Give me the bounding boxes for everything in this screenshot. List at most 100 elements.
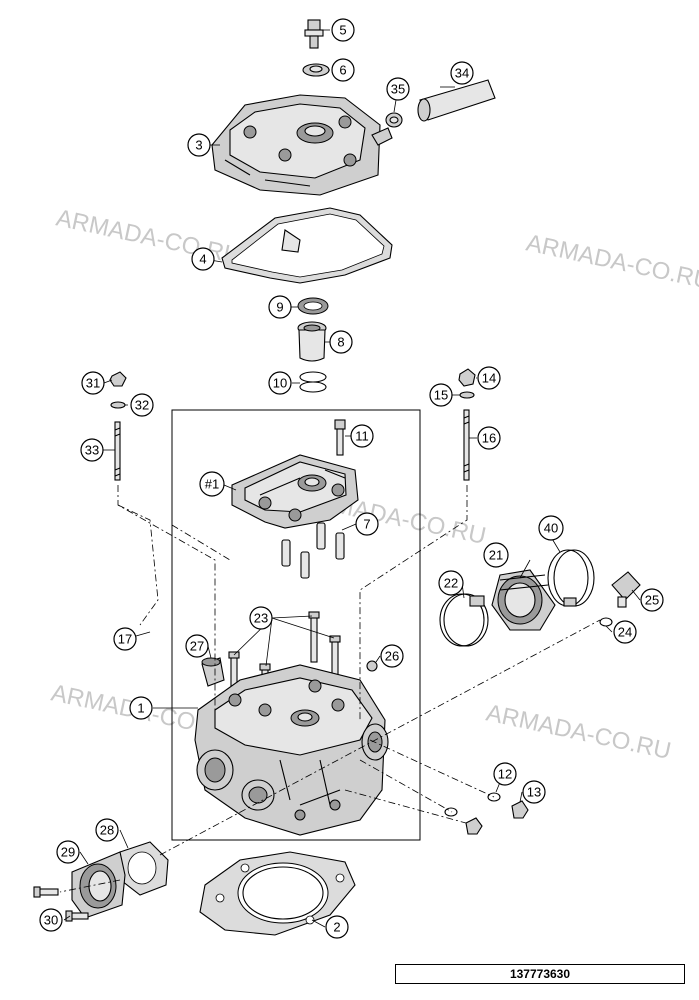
svg-text:28: 28 bbox=[100, 823, 114, 838]
svg-text:9: 9 bbox=[276, 300, 283, 315]
cylinder-head-part-1 bbox=[194, 664, 389, 836]
svg-text:#1: #1 bbox=[205, 477, 219, 492]
svg-text:29: 29 bbox=[61, 845, 75, 860]
callout-1: 1 bbox=[129, 696, 153, 720]
hose-part-34 bbox=[417, 79, 496, 122]
svg-text:15: 15 bbox=[434, 388, 448, 403]
svg-text:31: 31 bbox=[86, 376, 100, 391]
callout-12: 12 bbox=[493, 762, 517, 786]
svg-text:33: 33 bbox=[85, 443, 99, 458]
exhaust-flange-part-29 bbox=[71, 851, 126, 919]
spark-plug-sleeve-part-8 bbox=[297, 321, 327, 362]
washer-part-6 bbox=[302, 63, 330, 77]
callout-13: 13 bbox=[522, 780, 546, 804]
callout-28: 28 bbox=[95, 818, 119, 842]
svg-text:4: 4 bbox=[199, 252, 206, 267]
callout-2: 2 bbox=[325, 915, 349, 939]
svg-text:2: 2 bbox=[333, 920, 340, 935]
hose-clamp-part-22 bbox=[439, 593, 489, 647]
callout-15: 15 bbox=[429, 383, 453, 407]
svg-text:40: 40 bbox=[544, 521, 558, 536]
svg-text:30: 30 bbox=[44, 913, 58, 928]
callout-35: 35 bbox=[386, 77, 410, 101]
callout-22: 22 bbox=[438, 570, 464, 596]
svg-text:12: 12 bbox=[498, 767, 512, 782]
callout-4: 4 bbox=[191, 247, 215, 271]
callout-16: 16 bbox=[477, 426, 501, 450]
svg-text:23: 23 bbox=[254, 611, 268, 626]
callout-8: 8 bbox=[329, 330, 353, 354]
sealing-ring-small bbox=[444, 807, 458, 817]
svg-text:26: 26 bbox=[385, 649, 399, 664]
plug-part-26 bbox=[366, 660, 378, 672]
washer-part-15 bbox=[459, 391, 475, 399]
callout-33: 33 bbox=[80, 438, 104, 462]
screw-plug-small bbox=[465, 817, 483, 835]
document-number: 137773630 bbox=[395, 964, 685, 984]
callout-11: 11 bbox=[350, 424, 374, 448]
svg-text:3: 3 bbox=[195, 138, 202, 153]
svg-text:7: 7 bbox=[363, 517, 370, 532]
callout-32: 32 bbox=[130, 393, 154, 417]
callout-26: 26 bbox=[380, 644, 404, 668]
svg-text:34: 34 bbox=[455, 66, 469, 81]
svg-text:13: 13 bbox=[527, 785, 541, 800]
sealing-ring-part-12 bbox=[487, 792, 501, 802]
svg-text:27: 27 bbox=[190, 639, 204, 654]
callout-7: 7 bbox=[355, 512, 379, 536]
callout-5: 5 bbox=[331, 18, 355, 42]
nut-part-14 bbox=[458, 368, 476, 387]
callout-24: 24 bbox=[613, 620, 637, 644]
screw-plug-part-13 bbox=[511, 800, 529, 819]
washer-part-32 bbox=[110, 401, 126, 409]
svg-text:16: 16 bbox=[482, 431, 496, 446]
hose-clamp-part-40 bbox=[547, 549, 595, 607]
callout-17: 17 bbox=[113, 627, 137, 651]
callout-9: 9 bbox=[268, 295, 292, 319]
callout-21: 21 bbox=[483, 542, 509, 568]
center-lines bbox=[59, 485, 601, 893]
sensor-part-27 bbox=[201, 657, 225, 687]
callout-30: 30 bbox=[39, 908, 63, 932]
callout-6: 6 bbox=[331, 58, 355, 82]
watermarks: ARMADA-CO.RU ARMADA-CO.RU ARMADA-CO.RU A… bbox=[49, 204, 699, 765]
svg-text:1: 1 bbox=[137, 701, 144, 716]
seal-ring-part-9 bbox=[297, 297, 329, 315]
sealing-ring-part-24 bbox=[599, 617, 613, 627]
head-gasket-part-2 bbox=[199, 851, 356, 936]
exhaust-gasket-part-28 bbox=[117, 841, 169, 896]
callout-10: 10 bbox=[268, 371, 292, 395]
valve-cover-gasket-part-4 bbox=[221, 207, 393, 284]
callout-14: 14 bbox=[477, 366, 501, 390]
stud-bolt-part-16 bbox=[463, 409, 470, 481]
callout-25: 25 bbox=[640, 588, 664, 612]
valve-guides-part-7 bbox=[281, 522, 345, 579]
svg-text:8: 8 bbox=[337, 335, 344, 350]
svg-text:17: 17 bbox=[118, 632, 132, 647]
callout-40: 40 bbox=[538, 515, 564, 541]
svg-text:5: 5 bbox=[339, 23, 346, 38]
svg-text:11: 11 bbox=[355, 429, 369, 444]
callout-assy-1: #1 bbox=[199, 471, 225, 497]
callout-3: 3 bbox=[187, 133, 211, 157]
svg-text:25: 25 bbox=[645, 593, 659, 608]
nut-part-31 bbox=[109, 371, 127, 387]
bolt-part-5 bbox=[304, 19, 324, 49]
stud-bolt-part-33 bbox=[114, 421, 121, 481]
callout-23: 23 bbox=[249, 606, 273, 630]
svg-text:21: 21 bbox=[489, 548, 503, 563]
svg-text:6: 6 bbox=[339, 63, 346, 78]
camshaft-carrier-assembly-1 bbox=[231, 454, 359, 529]
watermark-1: ARMADA-CO.RU bbox=[54, 204, 244, 270]
o-ring-part-10 bbox=[299, 371, 327, 393]
svg-text:32: 32 bbox=[135, 398, 149, 413]
svg-text:24: 24 bbox=[618, 625, 632, 640]
callout-27: 27 bbox=[185, 634, 209, 658]
svg-text:35: 35 bbox=[391, 82, 405, 97]
callout-29: 29 bbox=[56, 840, 80, 864]
svg-text:14: 14 bbox=[482, 371, 496, 386]
callout-34: 34 bbox=[450, 61, 474, 85]
temperature-sensor-part-25 bbox=[611, 571, 641, 608]
watermark-2: ARMADA-CO.RU bbox=[524, 229, 699, 295]
